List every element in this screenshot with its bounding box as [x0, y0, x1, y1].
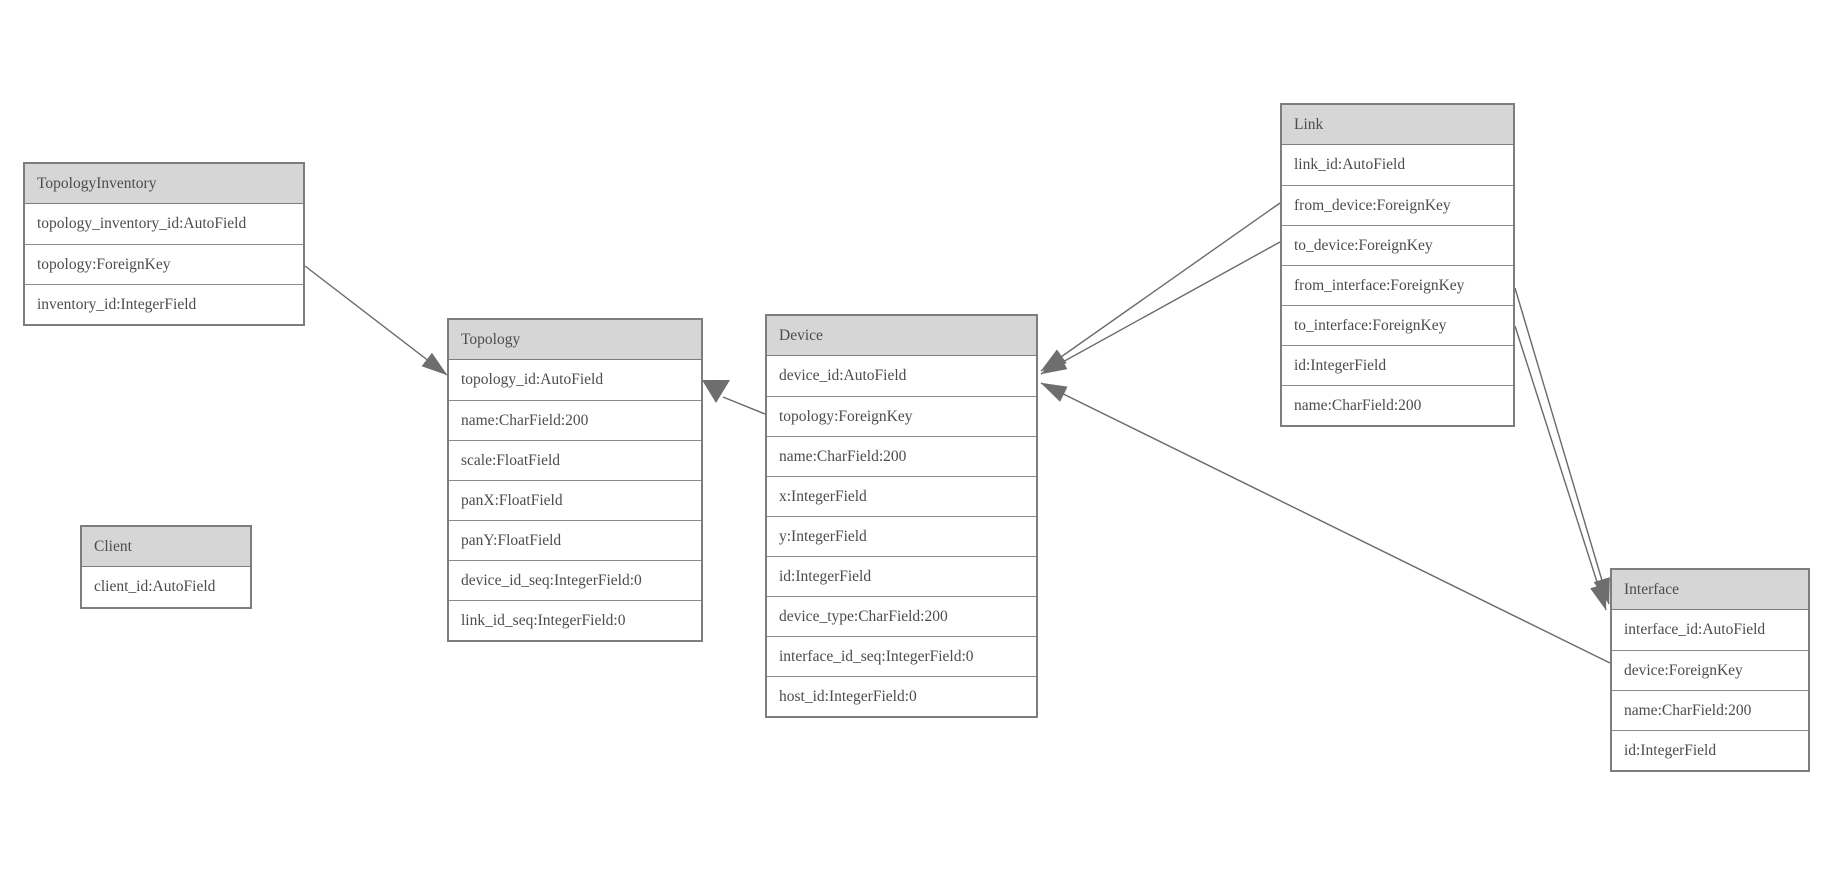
field-row: device_id:AutoField — [767, 356, 1036, 396]
field-row: name:CharField:200 — [1282, 385, 1513, 425]
field-row: device:ForeignKey — [1612, 650, 1808, 690]
field-row: panY:FloatField — [449, 520, 701, 560]
field-row: id:IntegerField — [1612, 730, 1808, 770]
entity-title: Client — [82, 527, 250, 567]
field-row: host_id:IntegerField:0 — [767, 676, 1036, 716]
field-row: link_id_seq:IntegerField:0 — [449, 600, 701, 640]
field-row: id:IntegerField — [767, 556, 1036, 596]
field-row: panX:FloatField — [449, 480, 701, 520]
field-row: link_id:AutoField — [1282, 145, 1513, 185]
field-row: y:IntegerField — [767, 516, 1036, 556]
field-row: to_device:ForeignKey — [1282, 225, 1513, 265]
field-row: device_id_seq:IntegerField:0 — [449, 560, 701, 600]
field-row: topology_inventory_id:AutoField — [25, 204, 303, 244]
entity-title: TopologyInventory — [25, 164, 303, 204]
field-row: name:CharField:200 — [767, 436, 1036, 476]
arrowhead-icon — [702, 380, 730, 403]
relationship-line-link-to_device-to-device — [1040, 241, 1281, 375]
entity-title: Interface — [1612, 570, 1808, 610]
relationship-line-device-topology-to-topology — [722, 396, 766, 415]
field-row: inventory_id:IntegerField — [25, 284, 303, 324]
relationship-line-link-from_interface-to-interface — [1514, 287, 1610, 605]
relationship-line-link-to_interface-to-interface — [1514, 325, 1607, 611]
field-row: scale:FloatField — [449, 440, 701, 480]
field-row: x:IntegerField — [767, 476, 1036, 516]
field-row: id:IntegerField — [1282, 345, 1513, 385]
field-row: from_interface:ForeignKey — [1282, 265, 1513, 305]
relationship-line-link-from_device-to-device — [1040, 202, 1281, 372]
entity-title: Device — [767, 316, 1036, 356]
field-row: device_type:CharField:200 — [767, 596, 1036, 636]
field-row: interface_id:AutoField — [1612, 610, 1808, 650]
entity-title: Link — [1282, 105, 1513, 145]
field-row: client_id:AutoField — [82, 567, 250, 607]
field-row: name:CharField:200 — [449, 400, 701, 440]
field-row: topology:ForeignKey — [767, 396, 1036, 436]
field-row: topology:ForeignKey — [25, 244, 303, 284]
relationship-line-interface-device-to-device — [1040, 382, 1611, 664]
entity-title: Topology — [449, 320, 701, 360]
field-row: to_interface:ForeignKey — [1282, 305, 1513, 345]
field-row: interface_id_seq:IntegerField:0 — [767, 636, 1036, 676]
field-row: name:CharField:200 — [1612, 690, 1808, 730]
field-row: from_device:ForeignKey — [1282, 185, 1513, 225]
relationship-line-topologyinventory-topology-to-topology — [304, 265, 448, 376]
field-row: topology_id:AutoField — [449, 360, 701, 400]
